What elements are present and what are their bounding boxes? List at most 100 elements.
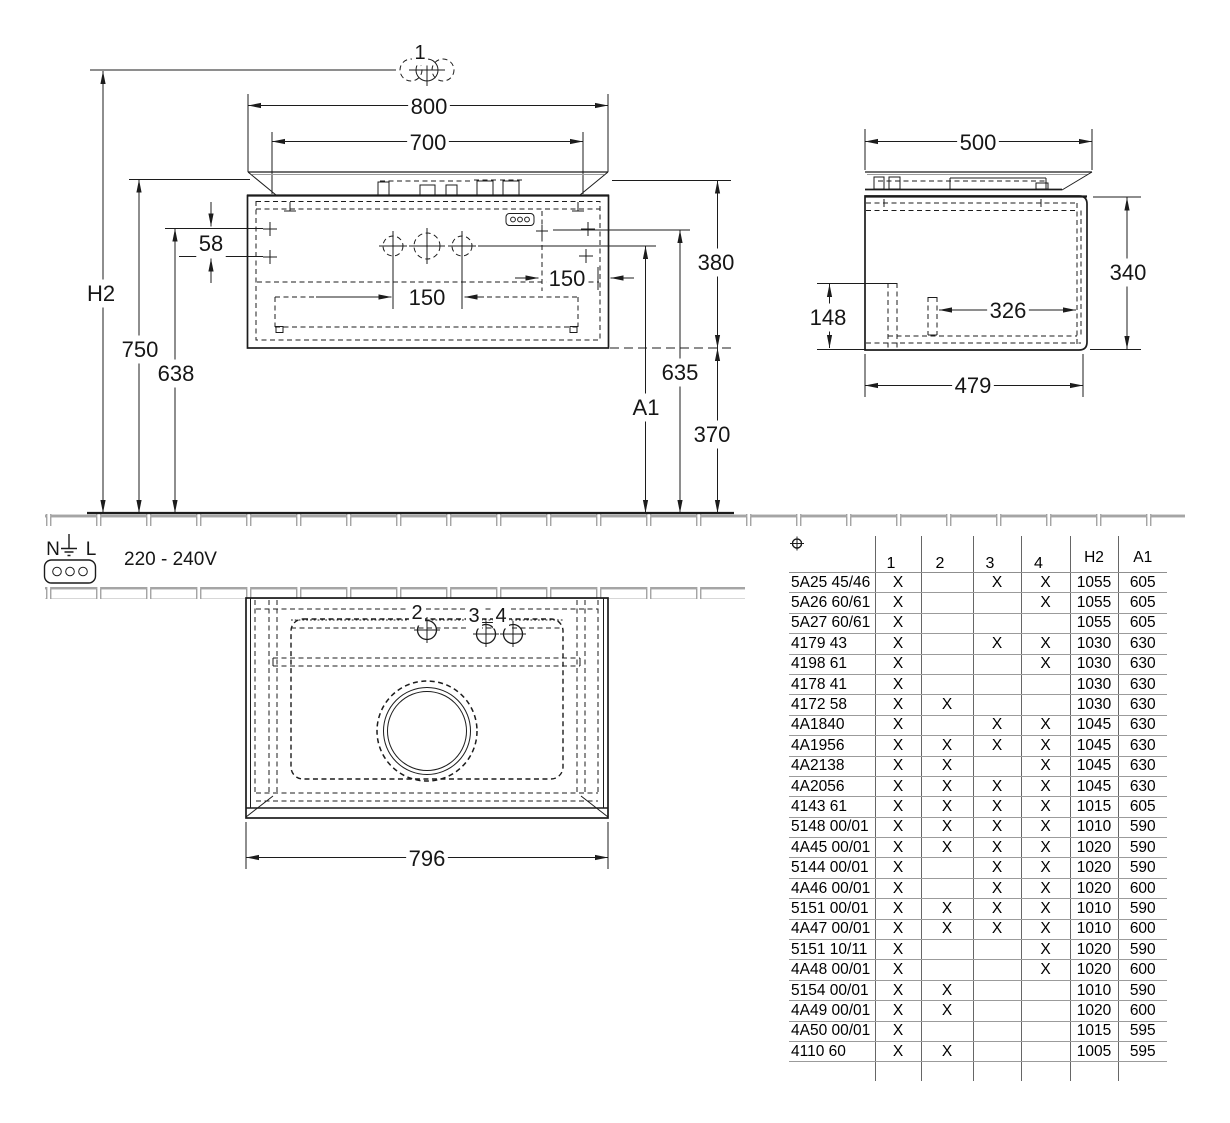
voltage-label: 220 - 240V bbox=[124, 549, 217, 570]
hole-mark-cell: X bbox=[920, 817, 973, 839]
model-cell: 4198 61 bbox=[789, 654, 875, 675]
model-cell: 5A27 60/61 bbox=[789, 613, 875, 635]
dim-326-label: 326 bbox=[990, 298, 1027, 323]
h2-value-cell: 1015 bbox=[1069, 1021, 1118, 1042]
hole-mark-cell: X bbox=[1020, 837, 1070, 859]
a1-value-cell: 600 bbox=[1117, 878, 1167, 900]
a1-value-cell: 590 bbox=[1117, 817, 1167, 839]
model-cell: 5154 00/01 bbox=[789, 980, 875, 1002]
model-column-header bbox=[789, 536, 875, 573]
tap-symbol-label: 1 bbox=[414, 42, 425, 64]
line-label: L bbox=[86, 539, 97, 560]
hole-mark-cell bbox=[972, 1041, 1021, 1063]
hole-mark-cell: X bbox=[972, 817, 1021, 839]
hole-mark-cell: X bbox=[874, 796, 921, 818]
h2-value-cell: 1015 bbox=[1069, 796, 1118, 818]
h2-value-cell: 1010 bbox=[1069, 980, 1118, 1002]
hole-mark-cell bbox=[972, 654, 1021, 675]
hole-mark-cell: X bbox=[874, 592, 921, 614]
h2-value-cell: 1045 bbox=[1069, 715, 1118, 737]
hole-mark-cell: X bbox=[972, 633, 1021, 655]
hole-mark-cell bbox=[972, 694, 1021, 716]
hole-mark-cell bbox=[972, 1021, 1021, 1042]
hole-mark-cell bbox=[972, 1000, 1021, 1022]
hole-mark-cell bbox=[920, 715, 973, 737]
a1-value-cell: 630 bbox=[1117, 633, 1167, 655]
hole-mark-cell: X bbox=[1020, 756, 1070, 777]
table-header-row: 1 2 3 4 H2 A1 bbox=[789, 536, 1167, 573]
hole-mark-cell: X bbox=[874, 878, 921, 900]
model-cell: 4A1956 bbox=[789, 735, 875, 757]
hole-mark-cell: X bbox=[874, 572, 921, 594]
hole-mark-cell: X bbox=[972, 735, 1021, 757]
hole-mark-cell bbox=[920, 654, 973, 675]
hole-mark-cell: X bbox=[920, 735, 973, 757]
hole-mark-cell bbox=[1020, 1041, 1070, 1063]
model-cell: 5A26 60/61 bbox=[789, 592, 875, 614]
hole-mark-cell bbox=[920, 1021, 973, 1042]
hole-3-label: 3 bbox=[468, 605, 479, 627]
model-cell: 4A49 00/01 bbox=[789, 1000, 875, 1022]
hole-mark-cell bbox=[972, 674, 1021, 696]
hole-mark-cell: X bbox=[1020, 857, 1070, 879]
hole-4-label: 4 bbox=[495, 605, 506, 627]
hole-mark-cell: X bbox=[1020, 633, 1070, 655]
h2-value-cell: 1045 bbox=[1069, 756, 1118, 777]
hole-mark-cell: X bbox=[874, 735, 921, 757]
electrical-connection: N L 220 - 240V bbox=[43, 534, 217, 584]
h2-value-cell: 1030 bbox=[1069, 694, 1118, 716]
hole-mark-cell: X bbox=[1020, 959, 1070, 981]
hole-mark-cell bbox=[1020, 613, 1070, 635]
hole-mark-cell: X bbox=[920, 1000, 973, 1022]
hole-mark-cell bbox=[920, 572, 973, 594]
hole-mark-cell bbox=[972, 613, 1021, 635]
hole-mark-cell bbox=[920, 592, 973, 614]
hole-mark-cell bbox=[920, 674, 973, 696]
model-cell: 5144 00/01 bbox=[789, 857, 875, 879]
earth-ground-icon bbox=[61, 534, 77, 557]
h2-value-cell: 1020 bbox=[1069, 959, 1118, 981]
a1-value-cell: 630 bbox=[1117, 654, 1167, 675]
socket-outlet-icon bbox=[43, 559, 97, 584]
hole-mark-cell: X bbox=[874, 654, 921, 675]
hole-mark-cell bbox=[972, 592, 1021, 614]
hole-mark-cell bbox=[920, 939, 973, 961]
h2-value-cell: 1030 bbox=[1069, 633, 1118, 655]
hole-mark-cell: X bbox=[920, 898, 973, 920]
dim-150-left-label: 150 bbox=[409, 285, 446, 310]
tap-hole-circles bbox=[379, 228, 476, 264]
hole-mark-cell: X bbox=[874, 1041, 921, 1063]
tap-hole-4-symbol bbox=[500, 621, 526, 647]
hole-mark-cell: X bbox=[874, 613, 921, 635]
a1-column-header: A1 bbox=[1117, 536, 1167, 573]
model-cell: 4179 43 bbox=[789, 633, 875, 655]
hole-mark-cell: X bbox=[972, 776, 1021, 798]
model-cell: 4A2056 bbox=[789, 776, 875, 798]
hole-mark-cell: X bbox=[874, 1021, 921, 1042]
hole-mark-cell: X bbox=[1020, 898, 1070, 920]
dim-150-right-label: 150 bbox=[549, 266, 586, 291]
hole-mark-cell: X bbox=[972, 919, 1021, 941]
hole-mark-cell: X bbox=[874, 959, 921, 981]
hole-mark-cell: X bbox=[1020, 654, 1070, 675]
dim-380-label: 380 bbox=[698, 250, 735, 275]
hole-1-column-header: 1 bbox=[790, 536, 921, 573]
hole-mark-cell: X bbox=[1020, 776, 1070, 798]
hole-mark-cell: X bbox=[920, 837, 973, 859]
h2-value-cell: 1055 bbox=[1069, 592, 1118, 614]
a1-value-cell: 630 bbox=[1117, 715, 1167, 737]
h2-value-cell: 1030 bbox=[1069, 674, 1118, 696]
a1-value-cell: 595 bbox=[1117, 1041, 1167, 1063]
